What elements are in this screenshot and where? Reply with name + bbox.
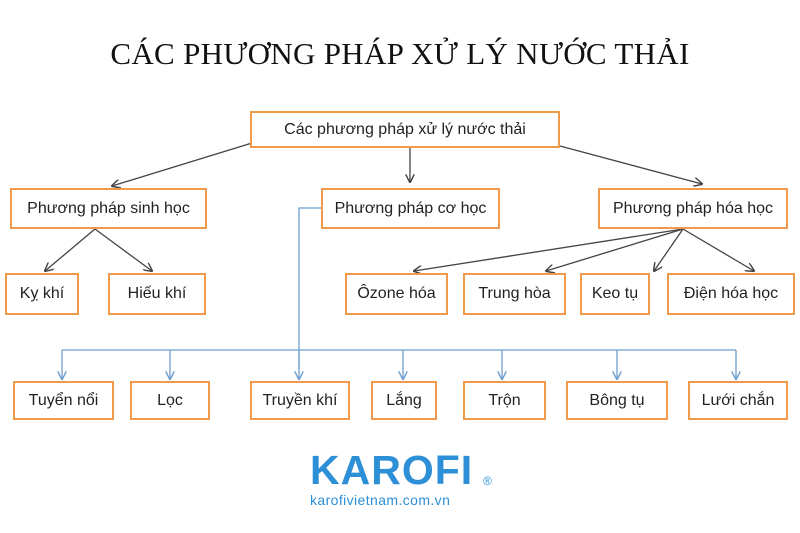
logo-url: karofivietnam.com.vn <box>310 492 451 508</box>
arrow-chemical-keotu <box>654 228 684 271</box>
arrow-root-biological <box>112 142 253 186</box>
method-mechanical: Phương pháp cơ học <box>321 188 500 229</box>
node-hieu-khi: Hiếu khí <box>108 273 206 315</box>
node-tuyen-noi: Tuyển nổi <box>13 381 114 420</box>
node-truyen-khi: Truyền khí <box>250 381 350 420</box>
method-chemical: Phương pháp hóa học <box>598 188 788 229</box>
node-ky-khi: Kỵ khí <box>5 273 79 315</box>
mechanical-branch-line <box>298 207 321 368</box>
node-bong-tu: Bông tụ <box>566 381 668 420</box>
root-node: Các phương pháp xử lý nước thải <box>250 111 560 148</box>
node-lang: Lắng <box>371 381 437 420</box>
node-dien-hoa-hoc: Điện hóa học <box>667 273 795 315</box>
arrow-chemical-trunghoa <box>546 228 684 271</box>
method-biological: Phương pháp sinh học <box>10 188 207 229</box>
karofi-logo: KAROFI ® karofivietnam.com.vn <box>310 448 500 508</box>
node-luoi-chan: Lưới chắn <box>688 381 788 420</box>
arrow-chemical-ozone <box>414 228 684 271</box>
arrow-root-chemical <box>559 145 702 184</box>
page-title: CÁC PHƯƠNG PHÁP XỬ LÝ NƯỚC THẢI <box>110 36 690 71</box>
node-trung-hoa: Trung hòa <box>463 273 566 315</box>
node-tron: Trộn <box>463 381 546 420</box>
arrow-biological-hieukhi <box>94 228 152 271</box>
arrow-biological-kykhi <box>45 228 96 271</box>
registered-icon: ® <box>483 474 492 488</box>
node-loc: Lọc <box>130 381 210 420</box>
node-ozone-hoa: Ôzone hóa <box>345 273 448 315</box>
logo-brand-text: KAROFI <box>310 447 474 493</box>
node-keo-tu: Keo tụ <box>580 273 650 315</box>
arrow-chemical-dienhoa <box>682 228 754 271</box>
